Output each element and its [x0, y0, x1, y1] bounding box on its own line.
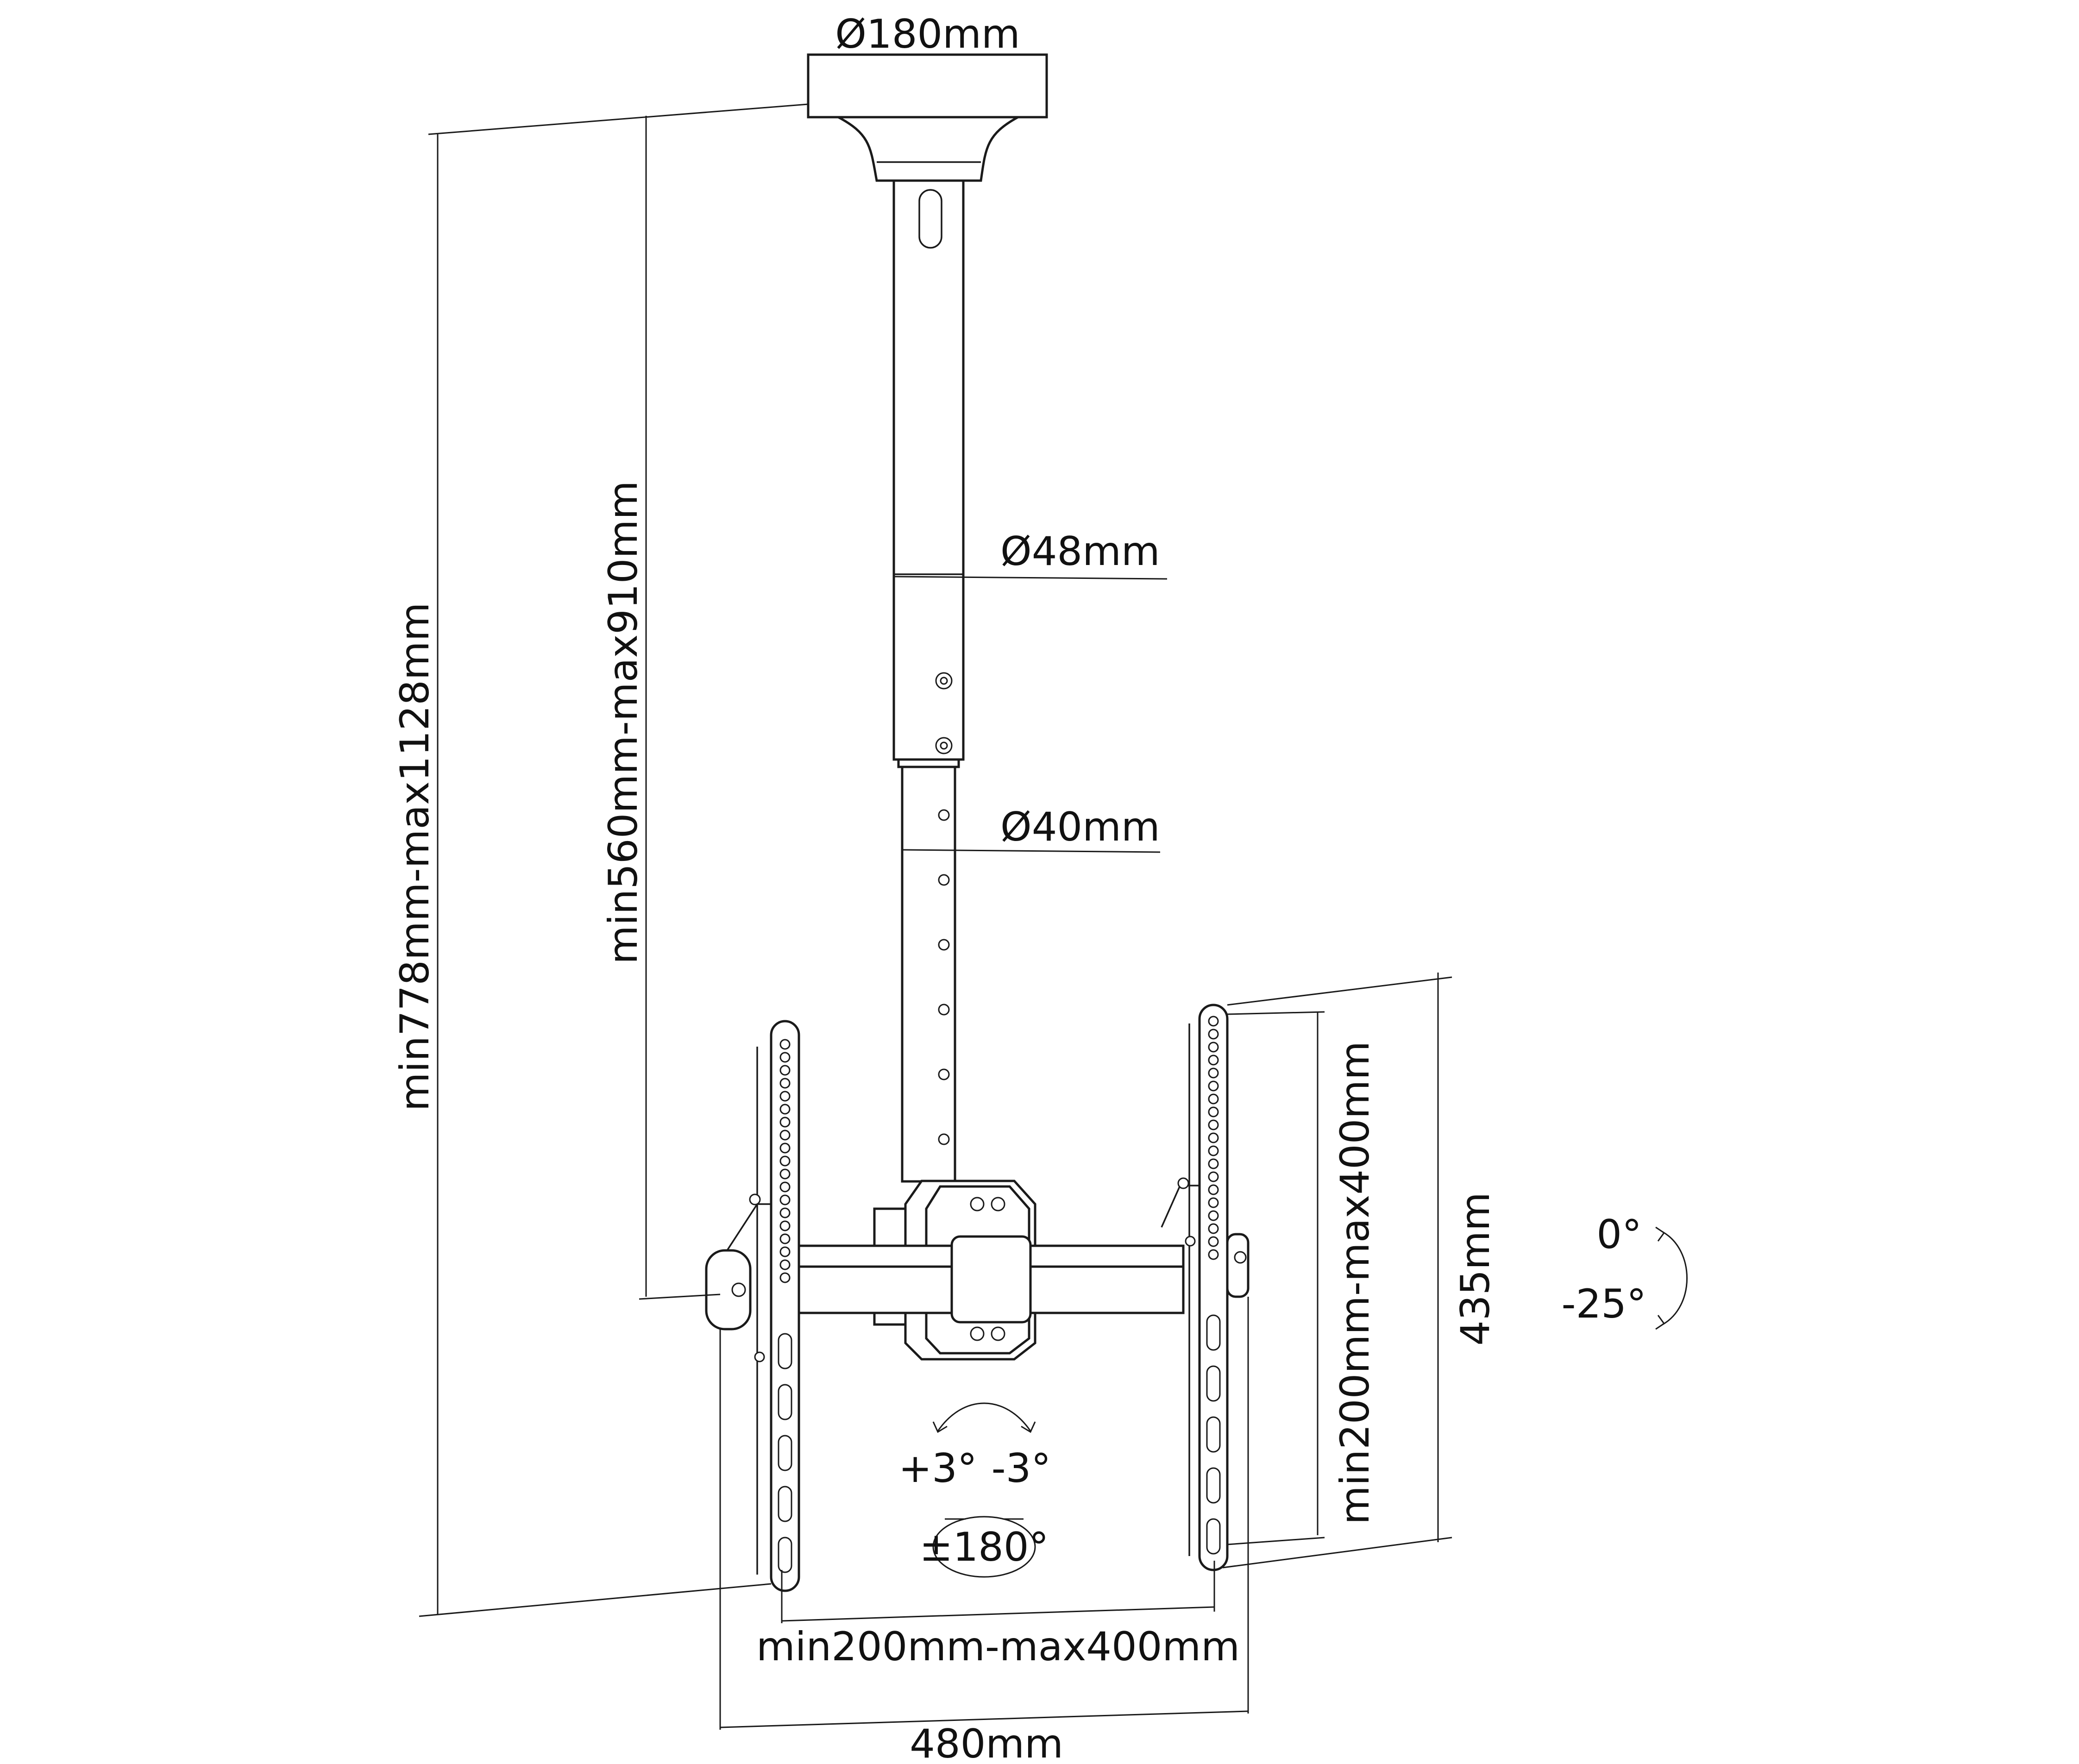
pole-slot [918, 189, 942, 249]
bracket-hole [779, 1039, 791, 1050]
bracket-hole [1208, 1197, 1219, 1208]
bracket-hole [779, 1091, 791, 1102]
bracket-hole [779, 1168, 791, 1180]
label-pole-length: min560mm-max910mm [600, 481, 647, 964]
bracket-hole [779, 1246, 791, 1257]
pole-hole [938, 1004, 950, 1016]
swivel-arrow [937, 1402, 1031, 1431]
bracket-hole [1208, 1119, 1219, 1130]
left-vertical-bracket [705, 1020, 800, 1592]
label-base-diameter: Ø180mm [835, 11, 1020, 57]
pole-hole [938, 1133, 950, 1145]
bracket-hole [1208, 1106, 1219, 1117]
bracket-hole [779, 1207, 791, 1218]
bracket-hole [779, 1130, 791, 1141]
bracket-slot [778, 1435, 792, 1471]
angle-arrows [932, 1226, 1688, 1578]
label-rotation: ±180° [919, 1524, 1049, 1570]
bracket-hole [779, 1065, 791, 1076]
bracket-slot [778, 1384, 792, 1420]
arm-clamp [950, 1235, 1032, 1324]
rotation-ellipse [932, 1516, 1036, 1578]
tilt-arrow [1662, 1231, 1688, 1325]
ceiling-plate [807, 53, 1048, 182]
bracket-hole [779, 1220, 791, 1231]
bracket-hole [779, 1155, 791, 1167]
bracket-slot [778, 1486, 792, 1522]
bracket-hole [1208, 1067, 1219, 1079]
pole-hole [938, 939, 950, 951]
label-tilt-bottom: -25° [1562, 1281, 1646, 1327]
label-swivel-left: +3° [898, 1445, 977, 1492]
bracket-hole [779, 1117, 791, 1128]
bracket-hole [779, 1272, 791, 1283]
label-bracket-width: 480mm [910, 1721, 1063, 1764]
bracket-hole [1208, 1249, 1219, 1260]
lower-pole [901, 766, 956, 1183]
upper-pole [892, 179, 965, 768]
bracket-hole [1208, 1042, 1219, 1053]
bracket-hole [1208, 1223, 1219, 1234]
pole-hole [938, 1068, 950, 1080]
bracket-hole [779, 1052, 791, 1063]
right-vertical-bracket [1161, 1004, 1250, 1571]
bracket-slot [1206, 1365, 1221, 1402]
bracket-slot [1206, 1416, 1221, 1453]
bracket-slot [778, 1333, 792, 1369]
left-tilt-knob [705, 1249, 752, 1331]
bracket-slot [1206, 1518, 1221, 1555]
bracket-hole [1208, 1145, 1219, 1156]
label-horizontal-hole-spacing: min200mm-max400mm [756, 1624, 1240, 1670]
label-bracket-height: 435mm [1452, 1192, 1499, 1346]
bracket-hole [1208, 1055, 1219, 1066]
bracket-hole [1208, 1080, 1219, 1092]
bracket-hole [1208, 1132, 1219, 1143]
label-swivel-right: -3° [992, 1445, 1051, 1492]
pole-hole [938, 874, 950, 886]
dimension-lines [419, 54, 1452, 1730]
bracket-hole [1208, 1016, 1219, 1027]
label-vertical-hole-spacing: min200mm-max400mm [1332, 1041, 1378, 1525]
pole-hole [938, 809, 950, 821]
bracket-hole [779, 1259, 791, 1270]
bracket-hole [779, 1104, 791, 1115]
bracket-hole [779, 1143, 791, 1154]
bracket-hole [1208, 1029, 1219, 1040]
bracket-hole [1208, 1158, 1219, 1169]
bracket-hole [779, 1181, 791, 1193]
bracket-hole [779, 1233, 791, 1244]
label-tilt-top: 0° [1596, 1212, 1642, 1258]
bracket-hole [1208, 1236, 1219, 1247]
bracket-slot [778, 1537, 792, 1573]
label-total-height: min778mm-max1128mm [392, 603, 438, 1111]
bracket-hole [1208, 1093, 1219, 1105]
bracket-slot [1206, 1467, 1221, 1504]
bracket-hole [1208, 1171, 1219, 1182]
label-upper-tube-diameter: Ø48mm [1000, 528, 1160, 575]
bracket-slot [1206, 1314, 1221, 1351]
horizontal-arms [793, 1235, 1185, 1324]
bracket-hole [1208, 1210, 1219, 1221]
right-tilt-knob [1226, 1233, 1250, 1298]
bracket-hole [779, 1194, 791, 1205]
bracket-hole [779, 1078, 791, 1089]
label-lower-tube-diameter: Ø40mm [1000, 804, 1160, 850]
bracket-hole [1208, 1184, 1219, 1195]
